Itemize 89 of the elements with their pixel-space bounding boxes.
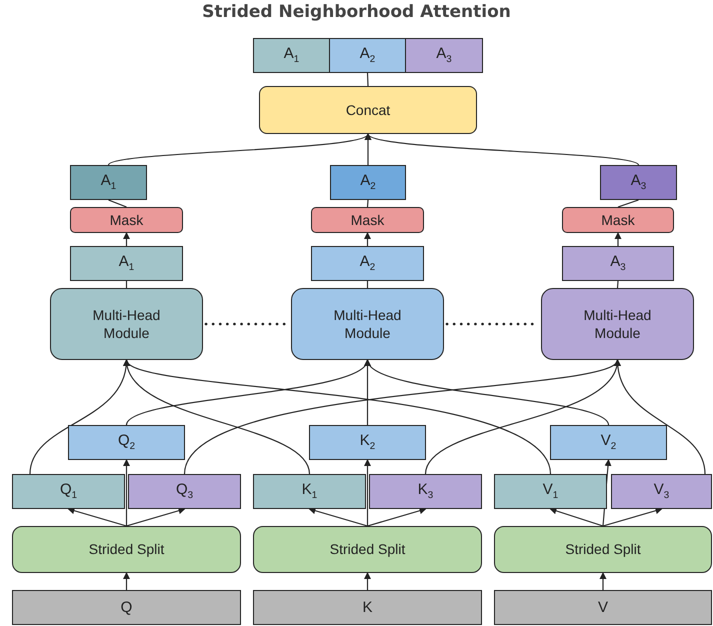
connector-line xyxy=(366,72,369,86)
node-label: K xyxy=(361,598,374,618)
node-label: Q xyxy=(120,598,134,618)
arrow xyxy=(367,133,639,166)
input-block xyxy=(12,590,241,625)
concat-box xyxy=(259,86,477,134)
node-label: A$_{3}$ xyxy=(435,44,453,67)
mask-box xyxy=(562,207,674,233)
attention-block xyxy=(329,38,406,73)
attention-block xyxy=(405,38,483,73)
node-label: Concat xyxy=(344,100,392,120)
diagram-title: Strided Neighborhood Attention xyxy=(202,2,511,22)
node-label: Multi-Head Module xyxy=(332,306,402,342)
multi-head-module-box xyxy=(541,288,694,360)
attention-block xyxy=(68,425,185,460)
attention-block xyxy=(600,165,677,200)
node-label: V$_{3}$ xyxy=(652,480,670,503)
multi-head-module-box xyxy=(50,288,203,360)
node-label: Mask xyxy=(350,210,386,230)
attention-block xyxy=(550,425,667,460)
node-label: A$_{3}$ xyxy=(630,171,648,194)
node-label: Strided Split xyxy=(328,540,406,559)
connector-line xyxy=(366,200,369,208)
node-label: A$_{1}$ xyxy=(100,171,118,194)
split-box xyxy=(494,526,712,573)
attention-block xyxy=(330,165,406,200)
arrow xyxy=(614,232,622,246)
attention-block xyxy=(128,474,241,509)
arrow xyxy=(367,359,609,426)
node-label: Strided Split xyxy=(88,540,166,559)
node-label: Mask xyxy=(600,210,636,230)
node-label: A$_{2}$ xyxy=(358,44,376,67)
arrow xyxy=(600,572,606,590)
connector-line xyxy=(126,281,128,288)
attention-block xyxy=(369,474,482,509)
node-label: Multi-Head Module xyxy=(582,306,652,342)
mask-box xyxy=(311,207,424,233)
arrow xyxy=(123,232,130,246)
arrow xyxy=(550,508,604,527)
arrow xyxy=(367,507,426,527)
split-box xyxy=(12,526,241,573)
node-label: Q$_{2}$ xyxy=(116,431,136,454)
attention-block xyxy=(494,474,607,509)
connector-line xyxy=(366,281,368,288)
arrow xyxy=(126,507,186,527)
input-block xyxy=(253,590,482,625)
node-label: Q$_{1}$ xyxy=(58,480,78,503)
arrow xyxy=(68,507,127,527)
arrow xyxy=(108,133,369,166)
arrow xyxy=(364,232,371,246)
node-label: A$_{2}$ xyxy=(359,171,377,194)
attention-block xyxy=(253,474,366,509)
mask-box xyxy=(70,207,183,233)
node-label: K$_{1}$ xyxy=(300,480,318,503)
arrow xyxy=(364,572,371,590)
connector-line xyxy=(108,199,127,208)
attention-block xyxy=(253,38,330,73)
arrow xyxy=(364,459,371,526)
attention-block xyxy=(309,425,426,460)
connector-line xyxy=(618,199,639,208)
node-label: V$_{2}$ xyxy=(600,431,618,454)
arrow xyxy=(614,359,706,474)
arrow xyxy=(126,359,552,474)
arrow xyxy=(123,459,130,526)
arrow xyxy=(123,572,130,590)
attention-block xyxy=(311,246,424,281)
attention-block xyxy=(70,165,147,200)
node-label: A$_{1}$ xyxy=(118,252,136,275)
attention-block xyxy=(611,474,712,509)
node-label: Multi-Head Module xyxy=(92,306,162,342)
input-block xyxy=(494,590,712,625)
node-label: V xyxy=(596,598,609,618)
split-box xyxy=(253,526,482,573)
node-label: A$_{2}$ xyxy=(358,252,376,275)
node-label: Q$_{3}$ xyxy=(174,480,194,503)
node-label: K$_{2}$ xyxy=(358,431,376,454)
arrow xyxy=(602,507,662,527)
node-label: A$_{1}$ xyxy=(282,44,300,67)
node-label: V$_{1}$ xyxy=(542,480,560,503)
arrow xyxy=(308,507,368,527)
attention-block xyxy=(70,246,183,281)
node-label: Mask xyxy=(108,210,144,230)
node-label: Strided Split xyxy=(564,540,642,559)
multi-head-module-box xyxy=(291,288,444,360)
attention-block xyxy=(12,474,125,509)
node-label: A$_{3}$ xyxy=(609,252,627,275)
attention-block xyxy=(562,246,674,281)
connector-line xyxy=(616,280,619,288)
node-label: K$_{3}$ xyxy=(416,480,434,503)
